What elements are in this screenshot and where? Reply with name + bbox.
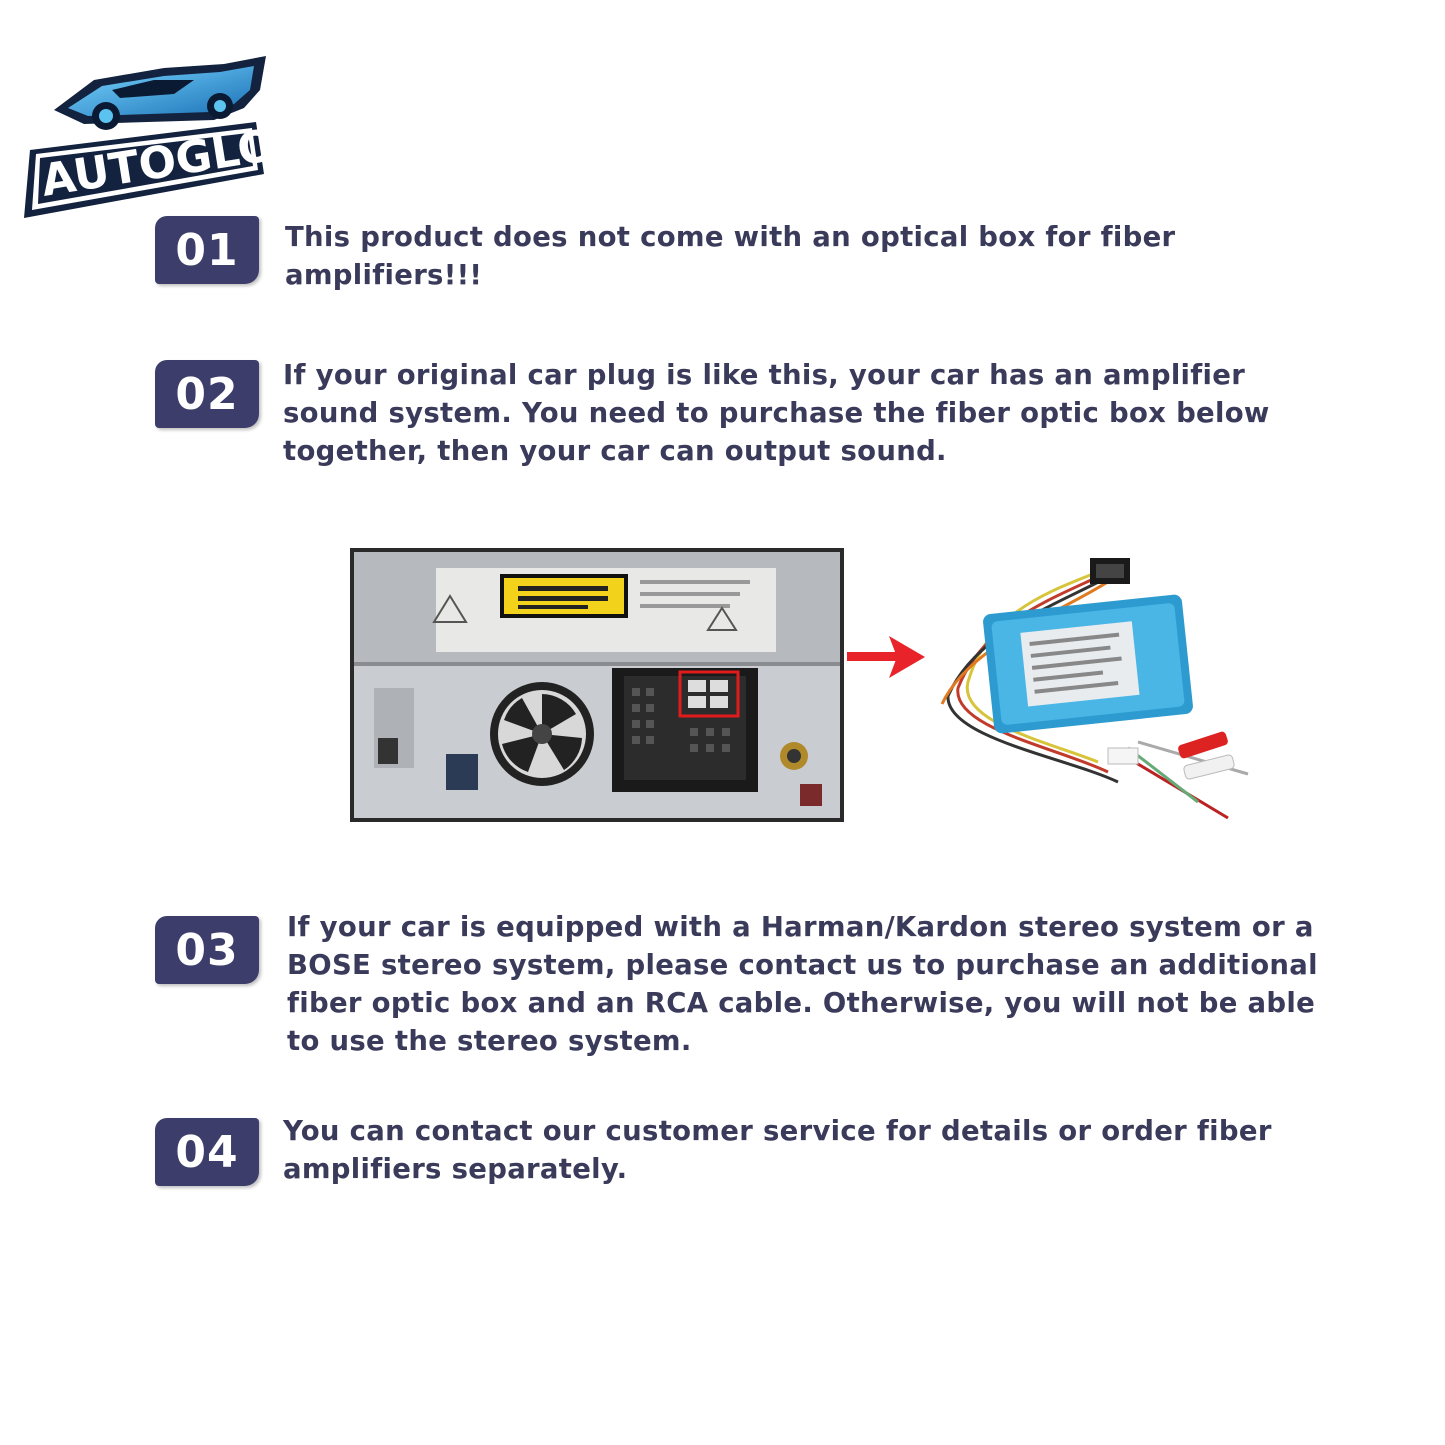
head-unit-rear-photo (350, 548, 844, 822)
step-01: 01 This product does not come with an op… (155, 216, 1315, 294)
step-number-badge: 01 (155, 216, 259, 284)
step-03: 03 If your car is equipped with a Harman… (155, 911, 1327, 1060)
step-description: If your car is equipped with a Harman/Ka… (287, 911, 1318, 1057)
step-04: 04 You can contact our customer service … (155, 1115, 1323, 1188)
step-02: 02 If your original car plug is like thi… (155, 359, 1343, 470)
arrow-right-icon (847, 636, 925, 678)
step-number-badge: 03 (155, 916, 259, 984)
fiber-optic-box-photo (940, 558, 1249, 820)
step-number-badge: 02 (155, 360, 259, 428)
autoglo-logo: AUTOGLO AUSTRALIA (24, 56, 274, 218)
step-description: If your original car plug is like this, … (283, 359, 1270, 467)
step-number-badge: 04 (155, 1118, 259, 1186)
step-description: You can contact our customer service for… (283, 1115, 1272, 1185)
step-description: This product does not come with an optic… (285, 221, 1176, 291)
